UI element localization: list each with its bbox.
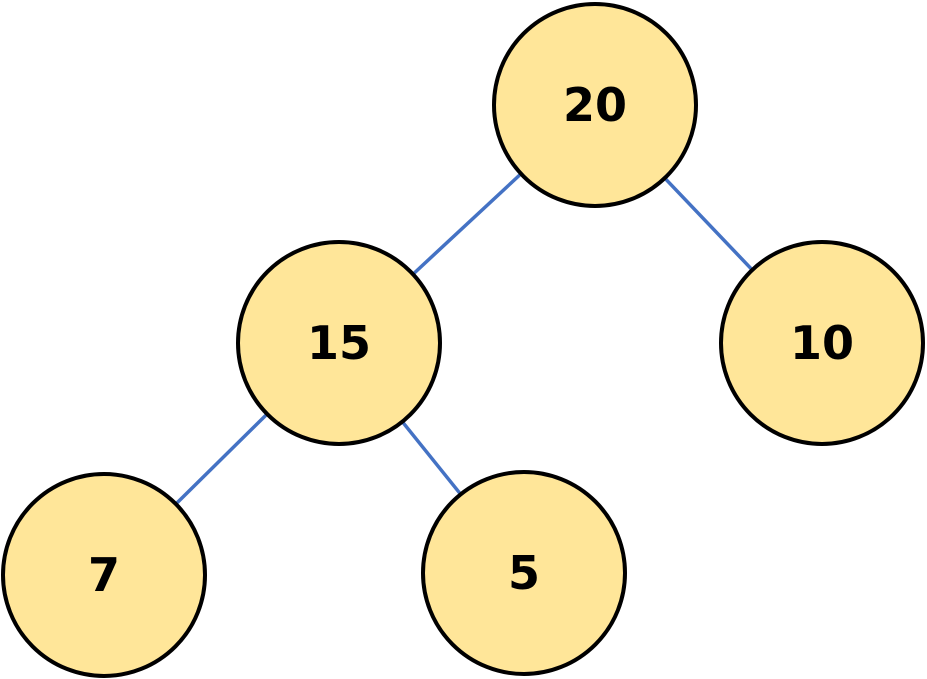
- edge-n20-n15: [411, 172, 523, 276]
- node-label: 15: [307, 316, 371, 370]
- node-circle: [1, 472, 207, 678]
- tree-node-20: 20: [492, 2, 698, 208]
- edge-n15-n5: [400, 420, 463, 496]
- node-circle: [421, 470, 627, 676]
- tree-node-10: 10: [719, 240, 925, 446]
- edge-n20-n10: [663, 176, 754, 272]
- node-label: 20: [563, 78, 627, 132]
- node-label: 5: [508, 546, 540, 600]
- node-circle: [719, 240, 925, 446]
- tree-node-7: 7: [1, 472, 207, 678]
- node-circle: [236, 240, 442, 446]
- edge-n15-n7: [174, 412, 269, 506]
- tree-node-5: 5: [421, 470, 627, 676]
- node-circle: [492, 2, 698, 208]
- node-label: 10: [790, 316, 854, 370]
- node-label: 7: [88, 548, 120, 602]
- tree-node-15: 15: [236, 240, 442, 446]
- edges-layer: [174, 172, 754, 506]
